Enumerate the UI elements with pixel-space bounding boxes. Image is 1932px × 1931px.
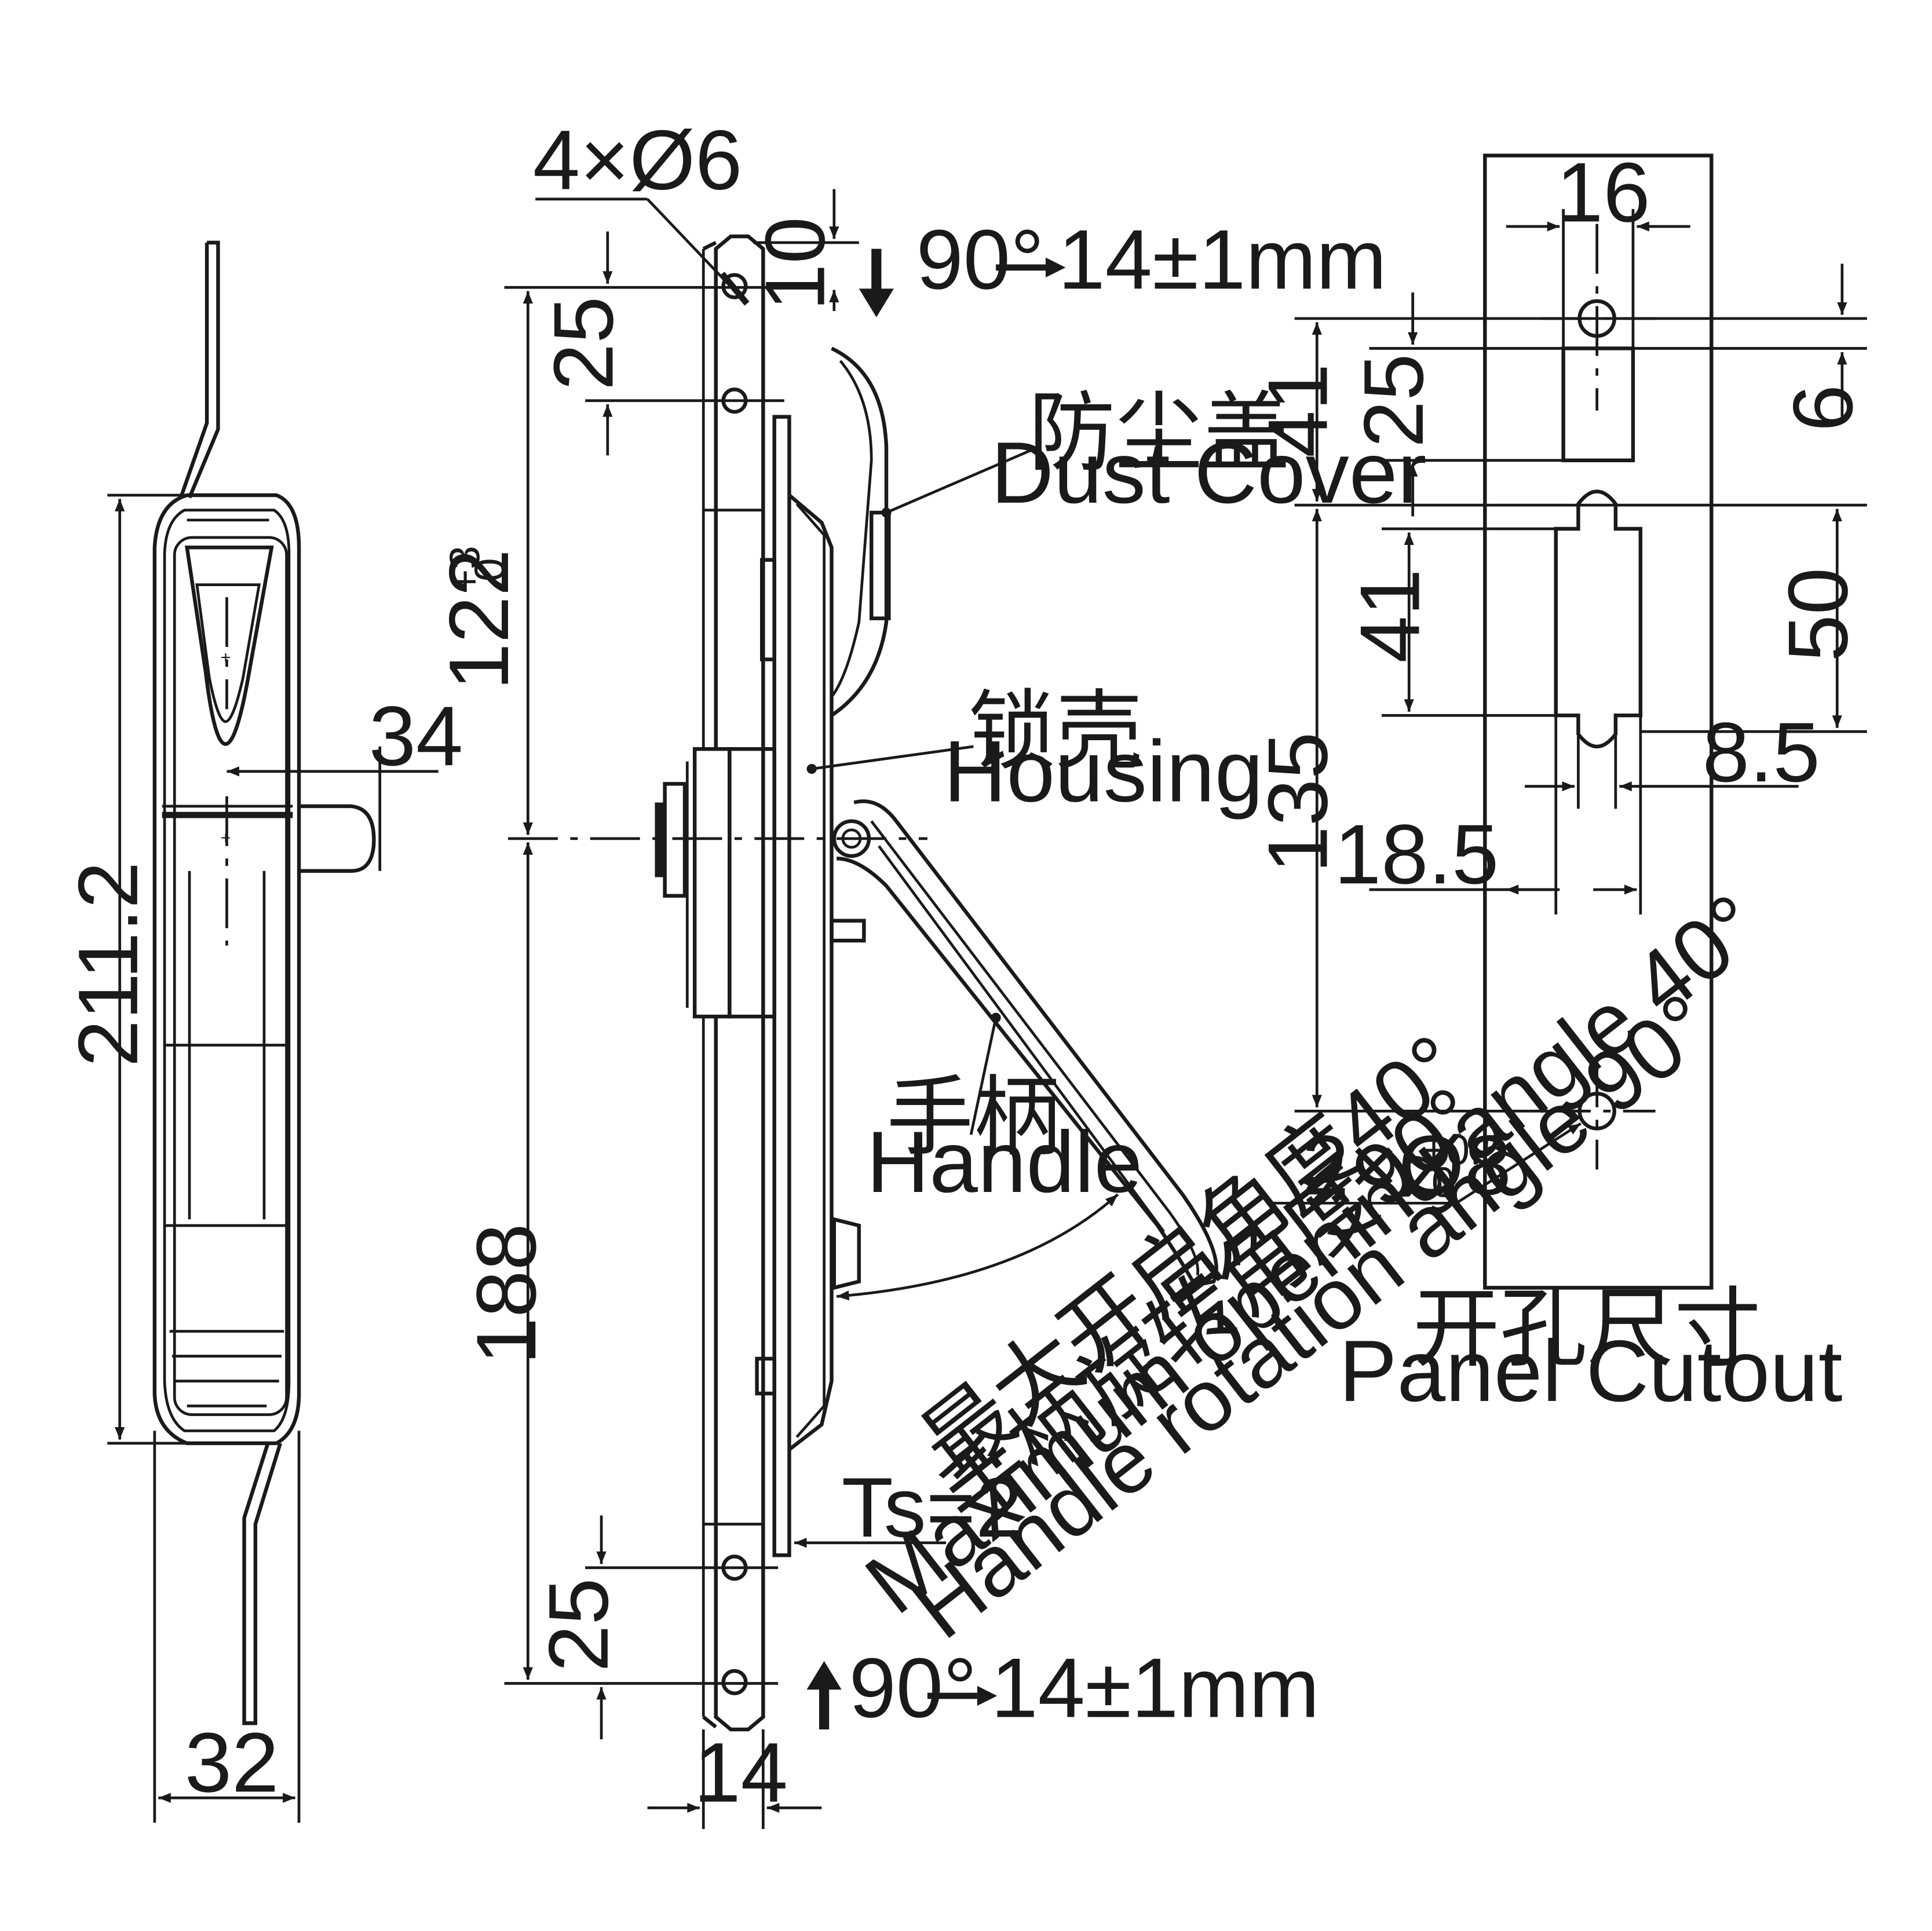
label-handle-en: Handle bbox=[867, 1113, 1142, 1210]
dim-bottom-hole-pitch: 25 bbox=[531, 1578, 626, 1672]
stroke-bottom-angle: 90° bbox=[849, 1641, 977, 1735]
dim-cut-41a: 41 bbox=[1250, 364, 1345, 458]
dim-front-height: 211.2 bbox=[61, 862, 155, 1067]
label-panel-cutout-cn: 开孔尺寸 bbox=[1413, 1280, 1761, 1377]
dim-cut-50: 50 bbox=[1770, 568, 1865, 661]
dim-upper-length: 122 bbox=[432, 549, 526, 690]
panel-cutout-view: 16 41 25 6 41 50 135 8.5 bbox=[1250, 145, 1870, 1419]
label-dust-cover-cn: 防尘盖 bbox=[1028, 384, 1290, 481]
dim-cut-holes-tol-minus: 0 bbox=[1431, 1160, 1455, 1206]
dim-front-offset: 34 bbox=[369, 689, 463, 783]
dim-cut-41b: 41 bbox=[1342, 569, 1437, 663]
dim-cut-85: 8.5 bbox=[1703, 705, 1820, 799]
dim-upper-tol-minus: 0 bbox=[467, 558, 514, 582]
dim-thickness: 14 bbox=[693, 1725, 787, 1820]
dim-top-offset: 10 bbox=[748, 217, 842, 310]
dim-cut-width-top: 16 bbox=[1556, 145, 1650, 239]
dim-top-hole-pitch: 25 bbox=[536, 297, 630, 390]
arrow-up-icon bbox=[806, 1661, 842, 1729]
ts-spec: Ts=2 bbox=[842, 1460, 1023, 1555]
dim-cut-135: 135 bbox=[1250, 732, 1345, 873]
front-view: + + 211.2 32 34 bbox=[61, 240, 463, 1823]
dim-cut-25: 25 bbox=[1346, 353, 1441, 447]
label-housing-en: Housing bbox=[944, 722, 1263, 820]
stroke-top-angle: 90° bbox=[916, 212, 1044, 306]
side-view: 4×Ø6 10 90° 14±1mm 25 122 +3 0 188 25 bbox=[432, 113, 1778, 1829]
dim-upper-tol-plus: +3 bbox=[442, 546, 489, 594]
arrow-down-icon bbox=[859, 248, 894, 317]
label-housing-cn: 锁壳 bbox=[969, 683, 1143, 780]
dim-cut-185: 18.5 bbox=[1334, 807, 1499, 901]
svg-text:+: + bbox=[221, 648, 231, 667]
dim-lower-length: 188 bbox=[459, 1223, 553, 1365]
stroke-bottom-travel: 14±1mm bbox=[991, 1641, 1319, 1735]
dim-cut-6: 6 bbox=[1776, 385, 1870, 431]
svg-text:+: + bbox=[221, 828, 231, 847]
stroke-top-travel: 14±1mm bbox=[1058, 212, 1386, 306]
dim-cut-holes: 2×Ø8 bbox=[1302, 1118, 1511, 1212]
dim-front-width: 32 bbox=[185, 1715, 279, 1809]
label-handle-cn: 手柄 bbox=[886, 1069, 1061, 1166]
dim-holes-spec: 4×Ø6 bbox=[533, 113, 742, 207]
label-panel-cutout-en: Panel Cutout bbox=[1339, 1322, 1842, 1420]
dim-cut-holes-tol-plus: +0.5 bbox=[1422, 1127, 1505, 1174]
